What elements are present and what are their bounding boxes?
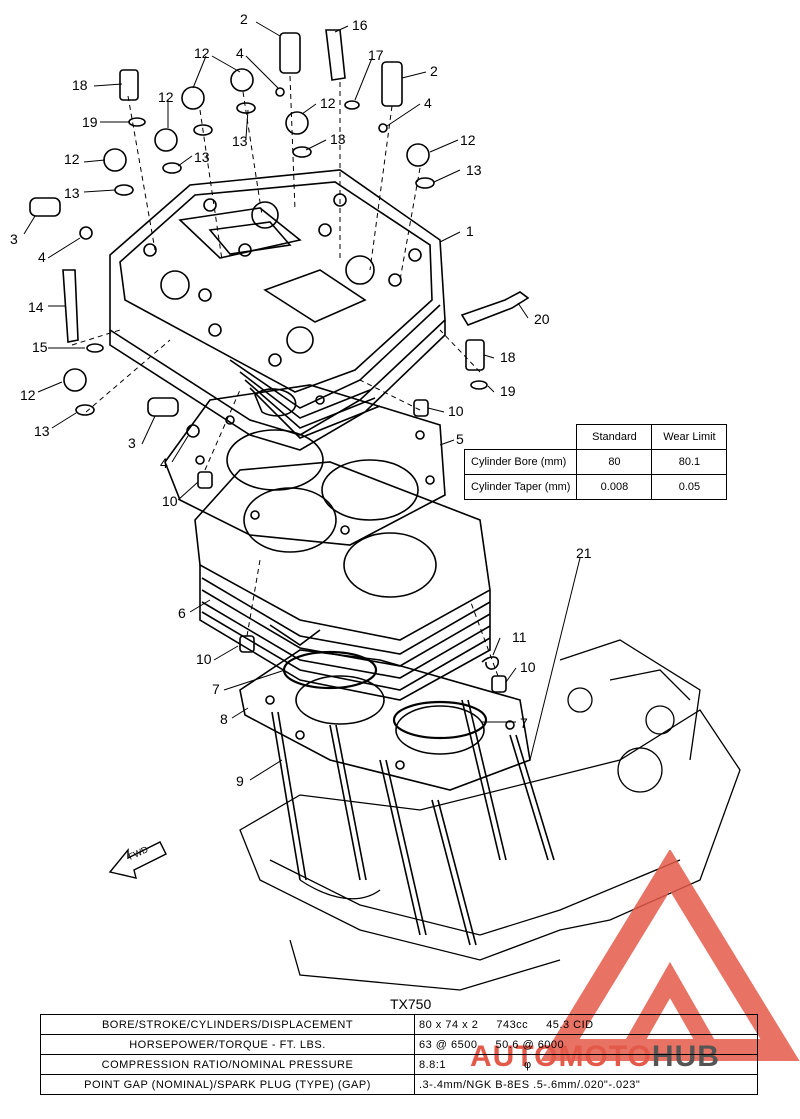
callout-1: 1 xyxy=(466,223,474,239)
engine-spec-value: φ xyxy=(523,1058,532,1071)
spec-row: Cylinder Bore (mm) 80 80.1 xyxy=(463,449,728,475)
callout-13: 13 xyxy=(194,149,210,165)
spec-row-standard: 80 xyxy=(576,449,653,475)
engine-spec-value: 743cc xyxy=(496,1018,529,1031)
callout-6: 6 xyxy=(178,605,186,621)
callout-13: 13 xyxy=(232,133,248,149)
callout-10: 10 xyxy=(162,493,178,509)
callout-9: 9 xyxy=(236,773,244,789)
callout-18: 18 xyxy=(72,77,88,93)
spec-row-wear-limit: 0.05 xyxy=(651,474,728,500)
callout-13: 13 xyxy=(64,185,80,201)
callout-2: 2 xyxy=(240,11,248,27)
cylinder-head xyxy=(109,169,446,451)
callout-12: 12 xyxy=(194,45,210,61)
callout-17: 17 xyxy=(368,47,384,63)
engine-spec-value: .3-.4mm/NGK B-8ES .5-.6mm/.020"-.023" xyxy=(419,1078,641,1091)
callout-11: 11 xyxy=(512,629,527,645)
spec-table-corner xyxy=(465,425,577,450)
spec-header-standard: Standard xyxy=(576,424,653,450)
engine-spec-row: POINT GAP (NOMINAL)/SPARK PLUG (TYPE) (G… xyxy=(40,1074,758,1095)
engine-spec-table: BORE/STROKE/CYLINDERS/DISPLACEMENT 80 x … xyxy=(40,1014,758,1095)
cylinder-block xyxy=(194,461,491,701)
callout-2: 2 xyxy=(430,63,438,79)
model-title: TX750 xyxy=(390,996,432,1012)
callout-19: 19 xyxy=(500,383,516,399)
engine-spec-label: POINT GAP (NOMINAL)/SPARK PLUG (TYPE) (G… xyxy=(40,1074,415,1095)
callout-5: 5 xyxy=(456,431,464,447)
callout-7: 7 xyxy=(520,715,528,731)
callout-8: 8 xyxy=(220,711,228,727)
callout-12: 12 xyxy=(20,387,36,403)
spec-row-standard: 0.008 xyxy=(576,474,653,500)
spec-row: Cylinder Taper (mm) 0.008 0.05 xyxy=(463,474,728,500)
callout-12: 12 xyxy=(460,132,476,148)
engine-spec-values: 63 @ 6500 50.6 @ 6000 xyxy=(414,1034,758,1055)
callout-12: 12 xyxy=(64,151,80,167)
engine-spec-value: 63 @ 6500 xyxy=(419,1038,478,1051)
callout-13: 13 xyxy=(466,162,482,178)
engine-spec-value: 50.6 @ 6000 xyxy=(495,1038,565,1051)
callout-4: 4 xyxy=(236,45,244,61)
callout-4: 4 xyxy=(160,455,168,471)
callout-13: 13 xyxy=(330,131,346,147)
callout-20: 20 xyxy=(534,311,550,327)
callout-10: 10 xyxy=(520,659,536,675)
engine-spec-row: BORE/STROKE/CYLINDERS/DISPLACEMENT 80 x … xyxy=(40,1014,758,1035)
crankcase xyxy=(239,639,741,991)
callout-12: 12 xyxy=(158,89,174,105)
callout-3: 3 xyxy=(10,231,18,247)
cylinder-studs xyxy=(271,699,555,946)
callout-12: 12 xyxy=(320,95,336,111)
fwd-arrow xyxy=(108,841,167,879)
callout-16: 16 xyxy=(352,17,368,33)
spec-row-wear-limit: 80.1 xyxy=(651,449,728,475)
engine-spec-values: 8.8:1 φ xyxy=(414,1054,758,1075)
engine-spec-value: 45.3 CID xyxy=(546,1018,594,1031)
callout-14: 14 xyxy=(28,299,44,315)
spec-row-label: Cylinder Bore (mm) xyxy=(463,449,578,475)
spec-row-label: Cylinder Taper (mm) xyxy=(463,474,578,500)
callout-21: 21 xyxy=(576,545,592,561)
callout-7: 7 xyxy=(212,681,220,697)
callout-15: 15 xyxy=(32,339,48,355)
spec-header-wear-limit: Wear Limit xyxy=(651,424,728,450)
callout-3: 3 xyxy=(128,435,136,451)
engine-spec-label: BORE/STROKE/CYLINDERS/DISPLACEMENT xyxy=(40,1014,415,1035)
callout-10: 10 xyxy=(448,403,464,419)
engine-spec-value: 8.8:1 xyxy=(419,1058,446,1071)
callout-10: 10 xyxy=(196,651,212,667)
engine-spec-label: COMPRESSION RATIO/NOMINAL PRESSURE xyxy=(40,1054,415,1075)
callout-13: 13 xyxy=(34,423,50,439)
callout-19: 19 xyxy=(82,114,98,130)
engine-spec-value: 80 x 74 x 2 xyxy=(419,1018,479,1031)
callout-4: 4 xyxy=(38,249,46,265)
engine-spec-label: HORSEPOWER/TORQUE - FT. LBS. xyxy=(40,1034,415,1055)
leader-lines xyxy=(23,21,581,781)
engine-spec-row: COMPRESSION RATIO/NOMINAL PRESSURE 8.8:1… xyxy=(40,1054,758,1075)
engine-spec-values: 80 x 74 x 2 743cc 45.3 CID xyxy=(414,1014,758,1035)
engine-spec-row: HORSEPOWER/TORQUE - FT. LBS. 63 @ 6500 5… xyxy=(40,1034,758,1055)
small-parts xyxy=(29,29,530,693)
callout-18: 18 xyxy=(500,349,516,365)
callout-4: 4 xyxy=(424,95,432,111)
cylinder-spec-table: Standard Wear Limit Cylinder Bore (mm) 8… xyxy=(463,424,728,500)
engine-spec-values: .3-.4mm/NGK B-8ES .5-.6mm/.020"-.023" xyxy=(414,1074,758,1095)
